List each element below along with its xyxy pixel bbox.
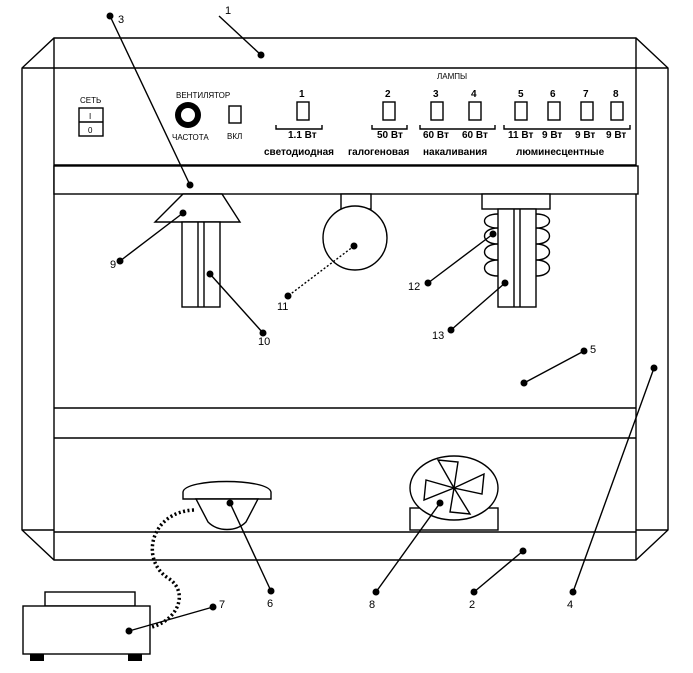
lamp-number-7: 7	[583, 89, 589, 100]
lamp-switch-7[interactable]: 7 9 Вт	[575, 89, 595, 141]
fan-label: ВЕНТИЛЯТОР	[176, 91, 230, 100]
callout-8: 8	[369, 599, 375, 611]
callout-1: 1	[225, 5, 231, 17]
callout-11: 11	[277, 301, 288, 313]
fan-switch-label: ВКЛ	[227, 132, 242, 141]
lamp-power-2: 50 Вт	[377, 130, 403, 141]
lamp-number-6: 6	[550, 89, 556, 100]
lamp-number-2: 2	[385, 89, 391, 100]
lamp-switch-5[interactable]: 5 11 Вт	[508, 89, 533, 141]
power-on-label: I	[89, 112, 91, 121]
frequency-label: ЧАСТОТА	[172, 133, 209, 142]
lamp-switch-8[interactable]: 8 9 Вт	[606, 89, 626, 141]
power-label: СЕТЬ	[80, 96, 101, 105]
lamp-power-5: 11 Вт	[508, 130, 533, 141]
fan	[409, 455, 499, 531]
halogen-lamp	[322, 193, 388, 271]
callout-3: 3	[118, 14, 124, 26]
lamp-switch-1[interactable]: 1 1.1 Вт	[288, 89, 317, 141]
lamp-number-4: 4	[471, 89, 477, 100]
callouts: 1 3 9 10 11 12 13 5	[106, 5, 658, 635]
callout-5: 5	[590, 344, 596, 356]
lamps-label: ЛАМПЫ	[437, 72, 467, 81]
lamp-power-6: 9 Вт	[542, 130, 562, 141]
lamp-number-1: 1	[299, 89, 305, 100]
housing	[21, 37, 669, 561]
lamp-switch-3[interactable]: 3 60 Вт	[423, 89, 449, 141]
bracket-incandescent	[419, 125, 496, 130]
lamp-number-3: 3	[433, 89, 439, 100]
sensor-cable	[147, 508, 195, 630]
callout-6: 6	[267, 598, 273, 610]
callout-7: 7	[219, 599, 225, 611]
bracket-fluorescent	[503, 125, 631, 130]
lamp-power-4: 60 Вт	[462, 130, 488, 141]
lamp-power-3: 60 Вт	[423, 130, 449, 141]
led-lamp	[153, 193, 242, 308]
bracket-halogen	[371, 125, 408, 130]
power-off-label: 0	[88, 126, 93, 135]
callout-2: 2	[469, 599, 475, 611]
lamp-number-8: 8	[613, 89, 619, 100]
category-halogen: галогеновая	[348, 147, 410, 158]
control-panel: СЕТЬ I 0 ВЕНТИЛЯТОР ЧАСТОТА ВКЛ ЛАМПЫ 1 …	[78, 72, 631, 158]
fan-switch[interactable]	[228, 105, 242, 124]
lamp-switch-4[interactable]: 4 60 Вт	[462, 89, 488, 141]
lamp-switch-2[interactable]: 2 50 Вт	[377, 89, 403, 141]
callout-4: 4	[567, 599, 573, 611]
category-incandescent: накаливания	[423, 147, 487, 158]
lamp-power-8: 9 Вт	[606, 130, 626, 141]
lamp-power-7: 9 Вт	[575, 130, 595, 141]
lamp-switch-6[interactable]: 6 9 Вт	[542, 89, 562, 141]
category-led: светодиодная	[264, 147, 334, 158]
callout-12: 12	[408, 281, 420, 293]
fluorescent-lamp	[481, 193, 551, 308]
callout-13: 13	[432, 330, 444, 342]
lamp-power-1: 1.1 Вт	[288, 130, 317, 141]
lamp-number-5: 5	[518, 89, 524, 100]
callout-9: 9	[110, 259, 116, 271]
meter-unit	[22, 591, 151, 661]
bracket-led	[275, 125, 323, 130]
category-fluorescent: люминесцентные	[516, 147, 605, 158]
callout-10: 10	[258, 336, 270, 348]
lamp-rail	[53, 165, 639, 195]
light-sensor	[182, 480, 272, 531]
